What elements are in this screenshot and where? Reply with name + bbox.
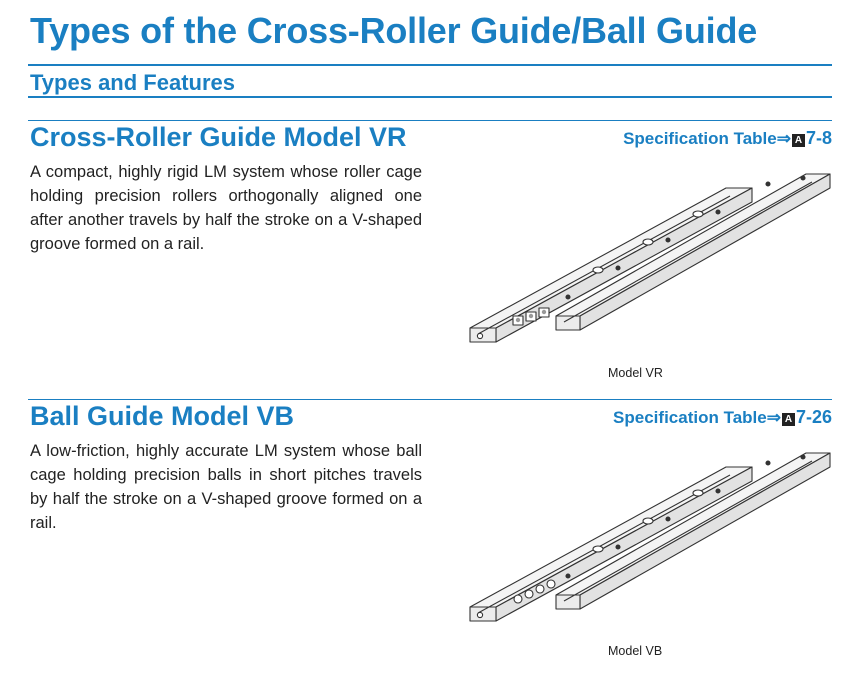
product-block-vr: Cross-Roller Guide Model VR Specificatio… bbox=[28, 120, 832, 390]
block-divider bbox=[28, 120, 832, 121]
ball-guide-vb-illustration bbox=[469, 452, 831, 622]
spec-page-ref: 7-26 bbox=[795, 407, 832, 427]
cross-roller-guide-vr-illustration bbox=[469, 173, 831, 343]
product-description: A low-friction, highly accurate LM syste… bbox=[30, 442, 422, 532]
figure-caption: Model VR bbox=[608, 366, 663, 380]
spec-link-label: Specification Table⇒ bbox=[623, 129, 791, 148]
figure-caption: Model VB bbox=[608, 644, 663, 658]
spec-page-ref: 7-8 bbox=[805, 128, 832, 148]
spec-link-label: Specification Table⇒ bbox=[613, 408, 781, 427]
product-heading: Ball Guide Model VB bbox=[30, 401, 295, 431]
spec-badge-icon: A bbox=[781, 413, 795, 426]
section-title: Types and Features bbox=[30, 70, 235, 95]
product-heading: Cross-Roller Guide Model VR bbox=[30, 122, 407, 152]
block-divider bbox=[28, 399, 832, 400]
page-title: Types of the Cross-Roller Guide/Ball Gui… bbox=[30, 10, 758, 51]
spec-badge-icon: A bbox=[791, 134, 805, 147]
product-block-vb: Ball Guide Model VB Specification Table⇒… bbox=[28, 399, 832, 669]
section-header: Types and Features bbox=[28, 64, 832, 98]
product-description: A compact, highly rigid LM system whose … bbox=[30, 163, 422, 253]
